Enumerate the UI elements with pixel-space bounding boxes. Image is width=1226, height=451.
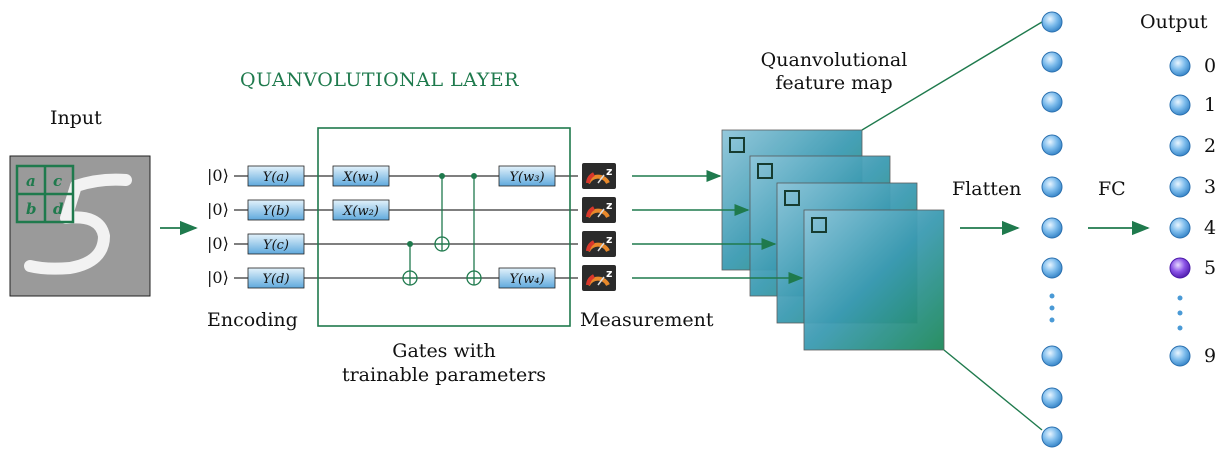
measurement-label: Measurement — [580, 309, 714, 331]
output-value: 1 — [1204, 94, 1216, 116]
feature-map-stack — [721, 129, 945, 351]
input-label: Input — [50, 107, 102, 129]
svg-text:z: z — [606, 199, 612, 212]
flatten-node — [1041, 176, 1063, 198]
input-cell-a: a — [26, 172, 36, 190]
svg-text:Y(a): Y(a) — [263, 170, 289, 185]
cnot-gate-3 — [466, 173, 482, 286]
quantum-circuit: |0⟩ |0⟩ |0⟩ |0⟩ Y(a) Y(b) Y(c) Y(d) — [207, 127, 616, 327]
input-cell-c: c — [53, 172, 62, 190]
flatten-node — [1041, 257, 1063, 279]
input-cell-d: d — [53, 200, 64, 218]
svg-text:z: z — [606, 233, 612, 246]
encoding-gate-a: Y(a) — [247, 165, 305, 187]
ket-1: |0⟩ — [207, 200, 229, 219]
measurement-icon: z — [582, 231, 616, 257]
output-node — [1169, 135, 1191, 157]
measurement-icon: z — [582, 197, 616, 223]
ellipsis-dot — [1049, 293, 1055, 299]
output-value: 2 — [1204, 135, 1216, 157]
output-label: Output — [1140, 11, 1208, 33]
cnot-gate-2 — [434, 173, 450, 252]
fc-label: FC — [1098, 178, 1126, 200]
flatten-node — [1041, 217, 1063, 239]
flatten-node — [1041, 426, 1063, 448]
svg-text:Y(w₃): Y(w₃) — [509, 170, 544, 185]
feature-map-label-line1: Quanvolutional — [761, 49, 908, 71]
output-value: 9 — [1204, 345, 1216, 367]
projection-line — [861, 21, 1043, 131]
layer-title: QUANVOLUTIONAL LAYER — [240, 69, 519, 91]
flatten-node — [1041, 11, 1063, 33]
feature-map-label-line2: feature map — [775, 72, 892, 94]
output-node — [1169, 55, 1191, 77]
output-node — [1169, 176, 1191, 198]
gates-label-line1: Gates with — [392, 340, 495, 362]
flatten-column — [1041, 11, 1063, 448]
output-value: 3 — [1204, 176, 1216, 198]
ellipsis-dot — [1049, 305, 1055, 311]
cnot-gate-1 — [402, 241, 418, 286]
output-value: 0 — [1204, 55, 1216, 77]
flatten-label: Flatten — [952, 178, 1021, 200]
flatten-node — [1041, 134, 1063, 156]
ellipsis-dot — [1049, 317, 1055, 323]
gate-y-w4: Y(w₄) — [498, 267, 556, 289]
flatten-node — [1041, 345, 1063, 367]
svg-text:z: z — [606, 267, 612, 280]
svg-text:Y(b): Y(b) — [262, 204, 289, 219]
gate-x-w2: X(w₂) — [332, 199, 390, 221]
ellipsis-dot — [1177, 310, 1183, 316]
gate-x-w1: X(w₁) — [332, 165, 390, 187]
measurement-icon: z — [582, 163, 616, 189]
gate-y-w3: Y(w₃) — [498, 165, 556, 187]
encoding-label: Encoding — [207, 309, 298, 331]
feature-map — [803, 209, 945, 351]
output-column: 0 1 2 3 4 5 9 — [1169, 55, 1216, 367]
gates-label-line2: trainable parameters — [342, 364, 546, 386]
output-node-highlighted — [1169, 257, 1191, 279]
ellipsis-dot — [1177, 295, 1183, 301]
svg-text:Y(w₄): Y(w₄) — [509, 272, 544, 287]
svg-text:X(w₂): X(w₂) — [342, 204, 379, 219]
flatten-node — [1041, 387, 1063, 409]
input-cell-b: b — [26, 200, 37, 218]
ket-3: |0⟩ — [207, 268, 229, 287]
projection-line — [943, 349, 1043, 431]
encoding-gate-c: Y(c) — [247, 233, 305, 255]
output-node — [1169, 345, 1191, 367]
output-node — [1169, 217, 1191, 239]
flatten-node — [1041, 91, 1063, 113]
ellipsis-dot — [1177, 325, 1183, 331]
svg-text:z: z — [606, 165, 612, 178]
ket-0: |0⟩ — [207, 166, 229, 185]
svg-text:Y(c): Y(c) — [263, 238, 289, 253]
measurement-icon: z — [582, 265, 616, 291]
encoding-gate-d: Y(d) — [247, 267, 305, 289]
output-value: 4 — [1204, 217, 1216, 239]
output-node — [1169, 94, 1191, 116]
svg-text:Y(d): Y(d) — [262, 272, 289, 287]
input-image: a c b d — [9, 155, 151, 297]
trainable-block — [317, 127, 571, 327]
ket-2: |0⟩ — [207, 234, 229, 253]
output-value: 5 — [1204, 257, 1216, 279]
encoding-gate-b: Y(b) — [247, 199, 305, 221]
flatten-node — [1041, 51, 1063, 73]
svg-text:X(w₁): X(w₁) — [342, 170, 379, 185]
